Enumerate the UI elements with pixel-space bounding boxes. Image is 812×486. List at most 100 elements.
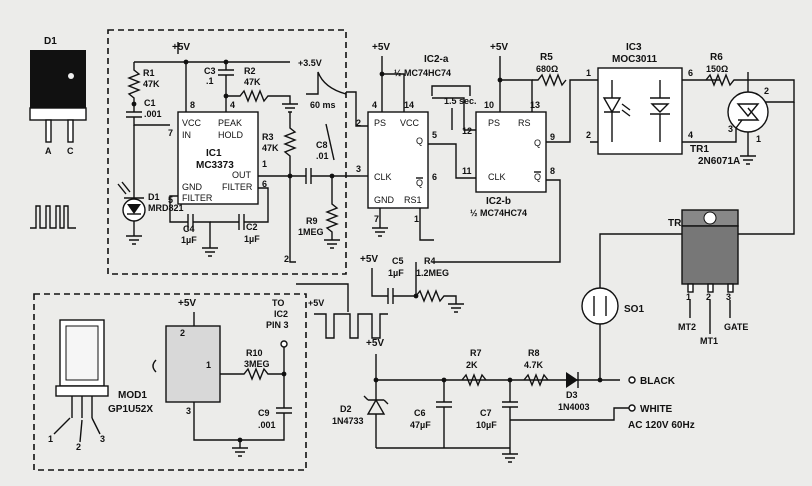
ic1-pin1: 1 xyxy=(262,159,267,169)
c5-r4-group: +5V C5 1µF R4 1.2MEG xyxy=(360,254,464,313)
ic2a-delay: 1.5 sec. xyxy=(444,96,477,106)
ic1-pin-peak: PEAK xyxy=(218,118,242,128)
r10-resistor xyxy=(220,347,285,381)
so1-socket: SO1 xyxy=(581,284,644,380)
d1-photodiode xyxy=(124,125,144,230)
mod1-to-line-3: PIN 3 xyxy=(266,320,289,330)
tr1-tab-hole xyxy=(703,211,717,225)
mod1-ground-node xyxy=(237,437,243,443)
c8-value: .01 xyxy=(316,151,329,161)
pulse-top-arrow xyxy=(325,123,335,161)
r2-value: 47K xyxy=(244,77,261,87)
ic1-pin2-wire xyxy=(289,176,296,263)
r10-name: R10 xyxy=(246,348,263,358)
ic1-body xyxy=(177,111,259,205)
ic2a-pin6: 6 xyxy=(432,172,437,182)
d2-zener xyxy=(363,380,389,448)
ic2a-pin7: 7 xyxy=(374,214,379,224)
c2-capacitor xyxy=(210,187,269,230)
mod1-to-ic2-terminal xyxy=(280,340,288,348)
ic1-dashed-boundary xyxy=(107,29,347,275)
ic1-pin4: 4 xyxy=(230,100,235,110)
c4-capacitor xyxy=(169,195,211,242)
ic1-supply-label: +5V xyxy=(172,42,190,53)
c8-name: C8 xyxy=(316,140,328,150)
d1-base xyxy=(29,107,87,121)
ic3-led xyxy=(602,80,622,142)
ic2a-ps-wire xyxy=(346,91,368,127)
r7-name: R7 xyxy=(470,348,482,358)
ic1-pin7: 7 xyxy=(168,128,173,138)
ic2a-pin1: 1 xyxy=(414,214,419,224)
ic1-pin-filter-r: FILTER xyxy=(222,182,253,192)
c7-capacitor xyxy=(502,380,518,448)
r6-name: R6 xyxy=(710,52,723,63)
tr1-pkg-pin2: 2 xyxy=(706,292,711,302)
r7-resistor xyxy=(461,373,487,387)
c9-capacitor xyxy=(193,374,292,441)
ic2b-body xyxy=(475,111,547,193)
c9-value: .001 xyxy=(258,420,276,430)
ic2a-supply: +5V xyxy=(372,42,390,53)
ic2b-pin-q: Q xyxy=(534,138,541,148)
r2-name: R2 xyxy=(244,66,256,76)
black-terminal xyxy=(628,376,636,384)
tr1-package: TR1 1 2 3 MT2 MT1 GATE xyxy=(668,209,748,346)
ic1-pin-gnd: GND xyxy=(182,182,203,192)
ic2b-pin-qbar: Q xyxy=(534,172,541,182)
r5-resistor xyxy=(532,73,567,87)
ic1-pin-vcc: VCC xyxy=(182,118,202,128)
white-terminal xyxy=(628,404,636,412)
ic2b-pin12: 12 xyxy=(462,126,472,136)
ic2a-pin-vcc: VCC xyxy=(400,118,420,128)
c7-value: 10µF xyxy=(476,420,497,430)
pulse-top-waveform xyxy=(306,71,347,95)
mod1-part: GP1U52X xyxy=(108,404,153,415)
ic2b-part: ½ MC74HC74 xyxy=(470,208,527,218)
c2-value: 1µF xyxy=(244,234,260,244)
tr1-pkg-label-mt1: MT1 xyxy=(700,336,718,346)
d1-pin-c-label: C xyxy=(67,146,74,156)
d1-name: D1 xyxy=(148,192,160,202)
black-label: BLACK xyxy=(640,376,676,387)
c4-name: C4 xyxy=(183,224,195,234)
c5r4-supply-wire xyxy=(371,268,388,297)
c5-name: C5 xyxy=(392,256,404,266)
ic2b-input-wires xyxy=(432,97,476,179)
tr1-name: TR1 xyxy=(690,144,709,155)
ic2b-pin-ps: PS xyxy=(488,118,500,128)
ic2a-pin-q: Q xyxy=(416,136,423,146)
r5-value: 680Ω xyxy=(536,64,558,74)
r2-node xyxy=(223,93,229,99)
tr1-pkg-pin3: 3 xyxy=(726,292,731,302)
tr1-pkg-leads xyxy=(689,300,731,334)
ic1-pin-out: OUT xyxy=(232,170,252,180)
so1-name: SO1 xyxy=(624,304,644,315)
d3-name: D3 xyxy=(566,390,578,400)
ic2b-pin-clk: CLK xyxy=(488,172,506,182)
ac-label: AC 120V 60Hz xyxy=(628,420,695,431)
ic2b-supply-node xyxy=(497,77,503,83)
ic2a-rs-wire xyxy=(419,208,434,241)
r10-value: 3MEG xyxy=(244,359,270,369)
ic3-input-pins xyxy=(590,79,598,143)
c6-capacitor xyxy=(436,380,452,448)
ic2a-pin-rs: RS1 xyxy=(404,195,422,205)
mod1-photo-window xyxy=(65,325,99,381)
d1-package xyxy=(30,50,86,108)
pulse-top-width: 60 ms xyxy=(310,100,336,110)
r9-value: 1MEG xyxy=(298,227,324,237)
ic3-pin1: 1 xyxy=(586,68,591,78)
r9-name: R9 xyxy=(306,216,318,226)
ic2a-pin-qbar: Q xyxy=(416,178,423,188)
ic1-part: MC3373 xyxy=(196,160,234,171)
r1-resistor xyxy=(127,62,141,104)
supply-section: +5V R7 2K R8 4.7K D3 1N4003 BLACK WHITE … xyxy=(332,338,695,463)
tr1-pkg-pin1: 1 xyxy=(686,292,691,302)
ic2b-pin9: 9 xyxy=(550,132,555,142)
c1-node xyxy=(131,101,137,107)
ic2a-block: +5V IC2-a ½ MC74HC74 PS VCC Q CLK Q GND … xyxy=(346,42,477,241)
c4-value: 1µF xyxy=(181,235,197,245)
r6-resistor xyxy=(705,73,795,103)
c8-capacitor xyxy=(258,168,360,184)
